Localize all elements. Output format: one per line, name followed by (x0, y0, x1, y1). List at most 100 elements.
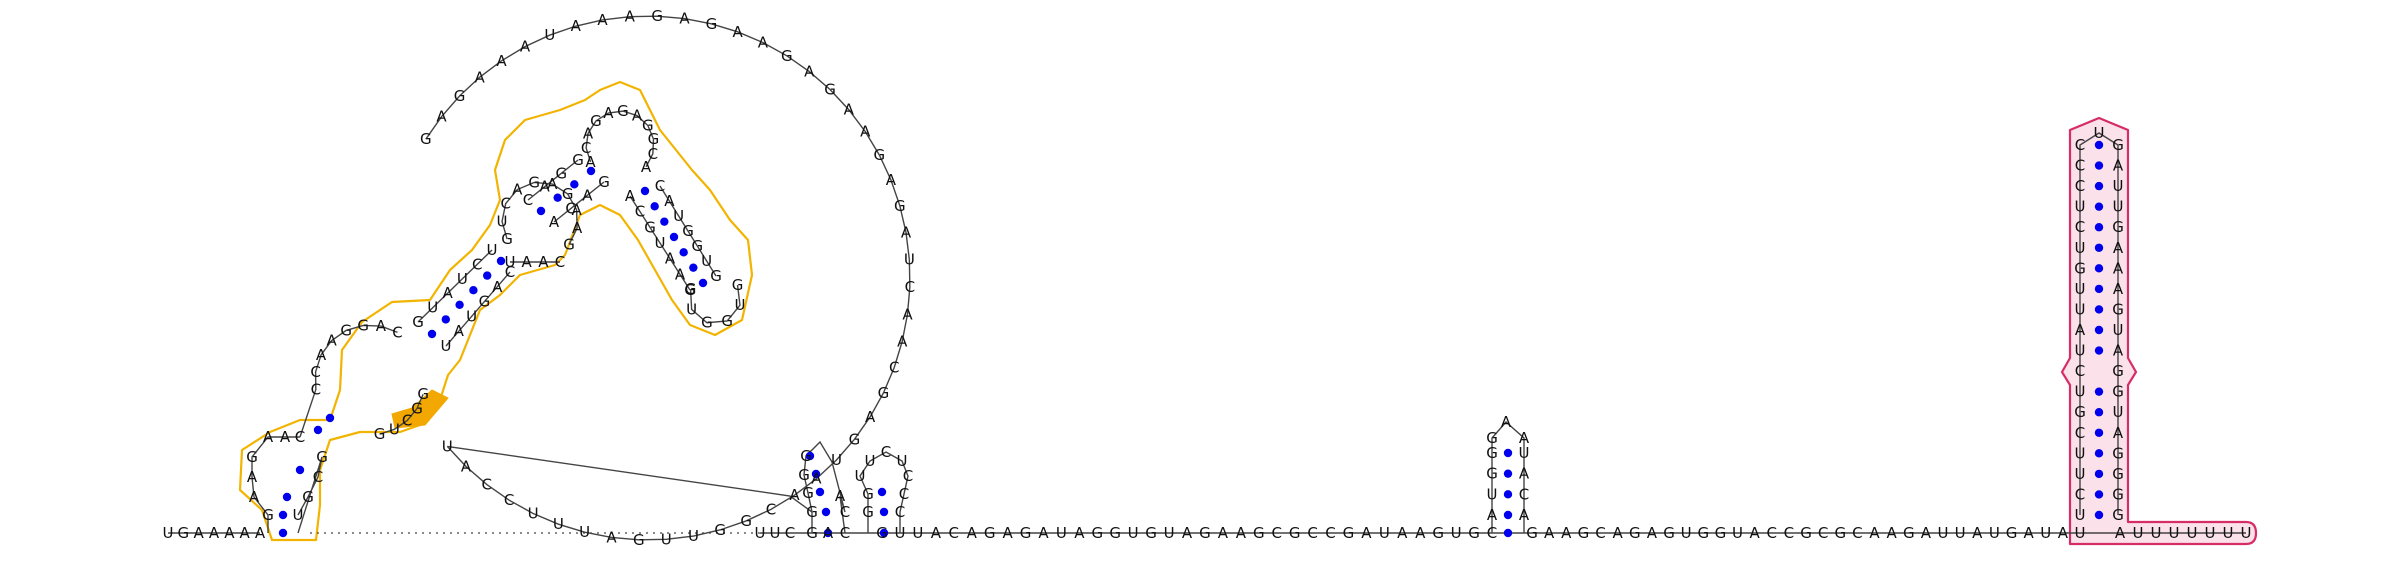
run2-nt: A (1182, 524, 1193, 542)
hairpin1-left-nt: G (806, 503, 818, 521)
run3-nt: U (1732, 524, 1743, 542)
run2-nt: A (1038, 524, 1049, 542)
run3-nt: A (1544, 524, 1555, 542)
stem1-left-nt: A (249, 488, 260, 506)
lead-nt: U (163, 524, 174, 542)
pink-pair-dot (2094, 284, 2104, 294)
stem1-pair-dot (282, 492, 292, 502)
right-stem-right-nt: A (664, 192, 675, 210)
right-stem-pair-dot (698, 278, 708, 288)
inner-loop-bottom-nt: C (555, 253, 565, 271)
right-stem-right-nt: G (692, 237, 704, 255)
top-loop-nt: C (581, 139, 591, 157)
run3-nt: C (1595, 524, 1605, 542)
pink-left-nt: U (2075, 300, 2086, 318)
pink-right-nt: G (2112, 218, 2124, 236)
stem1-pair-dot (295, 465, 305, 475)
hairpin1-pair-dot (815, 487, 825, 497)
pink-backbone (2079, 132, 2119, 515)
hairpin1-right-nt: A (835, 487, 846, 505)
hairpin2-loop-nt: A (1501, 413, 1512, 431)
run2-nt: U (1451, 524, 1462, 542)
hairpin1b-left-nt: G (862, 503, 874, 521)
multiloop-arc-nt: G (454, 87, 466, 105)
multiloop-arc-nt: C (766, 500, 776, 518)
inner-loop-bottom-nt: U (505, 253, 516, 271)
pink-right-nt: G (2112, 383, 2124, 401)
interior1-right-backbone (379, 393, 424, 435)
multiloop-arc-nt: U (544, 26, 555, 44)
multiloop-arc-nt: C (504, 491, 514, 509)
interior1-nt: C (311, 381, 321, 399)
pink-pair-dot (2094, 428, 2104, 437)
pink-right-nt: G (2112, 506, 2124, 524)
run2-nt: A (1074, 524, 1085, 542)
multiloop-arc-nt: A (571, 17, 582, 35)
stem3-pair-dot (586, 166, 596, 176)
run3-nt: U (1989, 524, 2000, 542)
multiloop-arc-nt: A (461, 457, 472, 475)
top-loop-nt: A (641, 158, 652, 176)
top-loop-nt: G (642, 116, 654, 134)
inner-loop-nt: G (501, 230, 513, 248)
lead-nt: G (178, 524, 190, 542)
stem2-left-nt: A (442, 284, 453, 302)
interior1-backbone (299, 324, 398, 438)
inner-loop-backbone (501, 181, 578, 245)
right-stem-left-backbone (629, 195, 691, 291)
pink-right-nt: G (2112, 362, 2124, 380)
run1-nt: C (785, 524, 795, 542)
run2-nt: G (1343, 524, 1355, 542)
stem3-pair-dot (553, 193, 562, 202)
run2-nt: G (876, 524, 888, 542)
right-stem-right-backbone (659, 185, 717, 277)
stem3-pair-dot (536, 206, 546, 216)
yellow-highlight (238, 80, 754, 542)
run3-nt: A (1886, 524, 1897, 542)
hairpin1b-right-nt: C (903, 467, 913, 485)
pink-left-nt: C (2075, 424, 2085, 442)
run2-nt: G (1253, 524, 1265, 542)
hairpin2-loop-nt: A (1519, 429, 1530, 447)
tail-nt: U (2223, 524, 2234, 542)
multiloop-arc-nt: C (889, 359, 899, 377)
pink-pair-dot (2094, 202, 2104, 211)
pink-pair-dot (2094, 510, 2104, 520)
lead-nt: A (255, 524, 266, 542)
pink-left-nt: U (2075, 465, 2086, 483)
interior1-nt: A (316, 346, 327, 364)
stem3-left-backbone (527, 159, 579, 201)
hairpin1-pair-dot (805, 451, 815, 461)
run2-nt: U (1164, 524, 1175, 542)
pink-pair-dot (2094, 161, 2104, 170)
pink-pair-dot (2094, 387, 2104, 396)
multiloop-arc-nt: G (651, 7, 663, 25)
stem2-right-nt: U (466, 307, 477, 325)
interior1-nt: C (392, 323, 402, 341)
pink-left-nt: U (2075, 506, 2086, 524)
hairpin2-pair-dot (1503, 448, 1513, 458)
pink-left-nt: A (2075, 321, 2086, 339)
interior1-right-nt: G (374, 425, 386, 443)
run2-nt: C (1487, 524, 1497, 542)
highlight-regions (238, 80, 2258, 546)
stem2-pair-dot (441, 315, 450, 324)
multiloop-arc-nt: C (905, 278, 915, 296)
right-loop-nt: G (732, 276, 744, 294)
pink-right-nt: A (2113, 280, 2124, 298)
multiloop-arc-nt: G (849, 430, 861, 448)
multiloop-arc-nt: G (714, 521, 726, 539)
pink-right-nt: A (2113, 157, 2124, 175)
pink-left-nt: G (2074, 403, 2086, 421)
interior1-nt: C (310, 363, 320, 381)
pink-left-nt: C (2075, 177, 2085, 195)
pink-left-nt: U (2075, 444, 2086, 462)
pink-pair-dot (2094, 223, 2104, 232)
stem2-left-nt: U (457, 270, 468, 288)
multiloop-arc-nt: A (789, 486, 800, 504)
hairpin2-left-nt: A (1487, 506, 1498, 524)
interior1-nt: A (376, 317, 387, 335)
hairpin1-pair-dot (821, 507, 831, 517)
run2-nt: G (1468, 524, 1480, 542)
